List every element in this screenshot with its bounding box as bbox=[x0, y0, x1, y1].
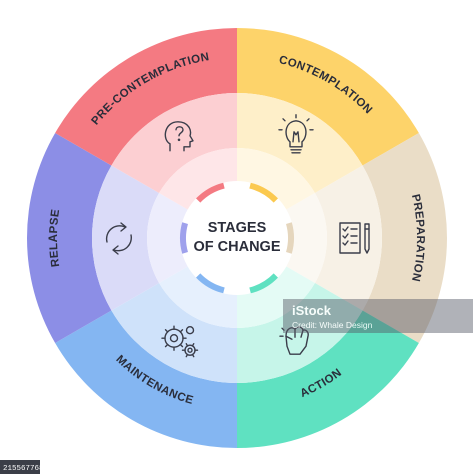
segment-outer-relapse bbox=[26, 133, 112, 343]
segment-inner-preparation bbox=[286, 193, 327, 283]
segment-middle-preparation bbox=[314, 165, 382, 311]
segment-inner-maintenance bbox=[159, 266, 237, 328]
segment-inner-action bbox=[237, 266, 315, 328]
segment-outer-preparation bbox=[362, 133, 447, 343]
image-id-text: 2155677685 bbox=[3, 465, 49, 473]
accent-arc-action bbox=[249, 273, 279, 294]
stage-label-relapse: RELAPSE bbox=[48, 208, 62, 267]
center-title-line2: OF CHANGE bbox=[194, 239, 281, 255]
watermark: iStock Credit: Whale Design bbox=[283, 299, 473, 333]
cycle-icon bbox=[105, 222, 132, 255]
center-circle bbox=[182, 183, 292, 293]
segment-middle-contemplation bbox=[237, 93, 363, 193]
segment-middle-pre-contemplation bbox=[111, 93, 237, 193]
segment-middle-maintenance bbox=[111, 283, 237, 383]
accent-arc-preparation bbox=[285, 222, 294, 254]
stage-label-preparation: PREPARATION bbox=[409, 193, 426, 283]
segment-middle-relapse bbox=[91, 165, 160, 311]
segment-outer-maintenance bbox=[55, 310, 237, 448]
head-question-icon bbox=[164, 121, 194, 152]
accent-arc-pre-contemplation bbox=[195, 182, 225, 203]
center-hub: STAGES OF CHANGE bbox=[180, 182, 294, 294]
segment-outer-action bbox=[237, 310, 419, 448]
segment-inner-contemplation bbox=[237, 148, 315, 210]
accent-arc-contemplation bbox=[249, 182, 279, 203]
segment-outer-pre-contemplation bbox=[55, 28, 237, 166]
fist-icon bbox=[279, 326, 309, 355]
gears-icon bbox=[161, 325, 199, 358]
watermark-credit: Credit: Whale Design bbox=[292, 320, 373, 330]
center-accent-arcs bbox=[180, 182, 294, 294]
watermark-brand: iStock bbox=[292, 303, 332, 318]
image-id-badge bbox=[0, 460, 40, 474]
stage-icons bbox=[105, 114, 370, 358]
accent-arc-relapse bbox=[180, 222, 189, 254]
segment-inner-relapse bbox=[146, 193, 188, 283]
lightbulb-icon bbox=[278, 114, 314, 154]
checklist-icon bbox=[339, 222, 370, 254]
center-title-line1: STAGES bbox=[208, 220, 267, 236]
watermark-band bbox=[283, 299, 473, 333]
segment-inner-pre-contemplation bbox=[159, 148, 237, 210]
wheel-segments bbox=[26, 28, 447, 448]
accent-arc-maintenance bbox=[195, 273, 225, 294]
segment-outer-contemplation bbox=[237, 28, 419, 166]
segment-middle-action bbox=[237, 283, 363, 383]
